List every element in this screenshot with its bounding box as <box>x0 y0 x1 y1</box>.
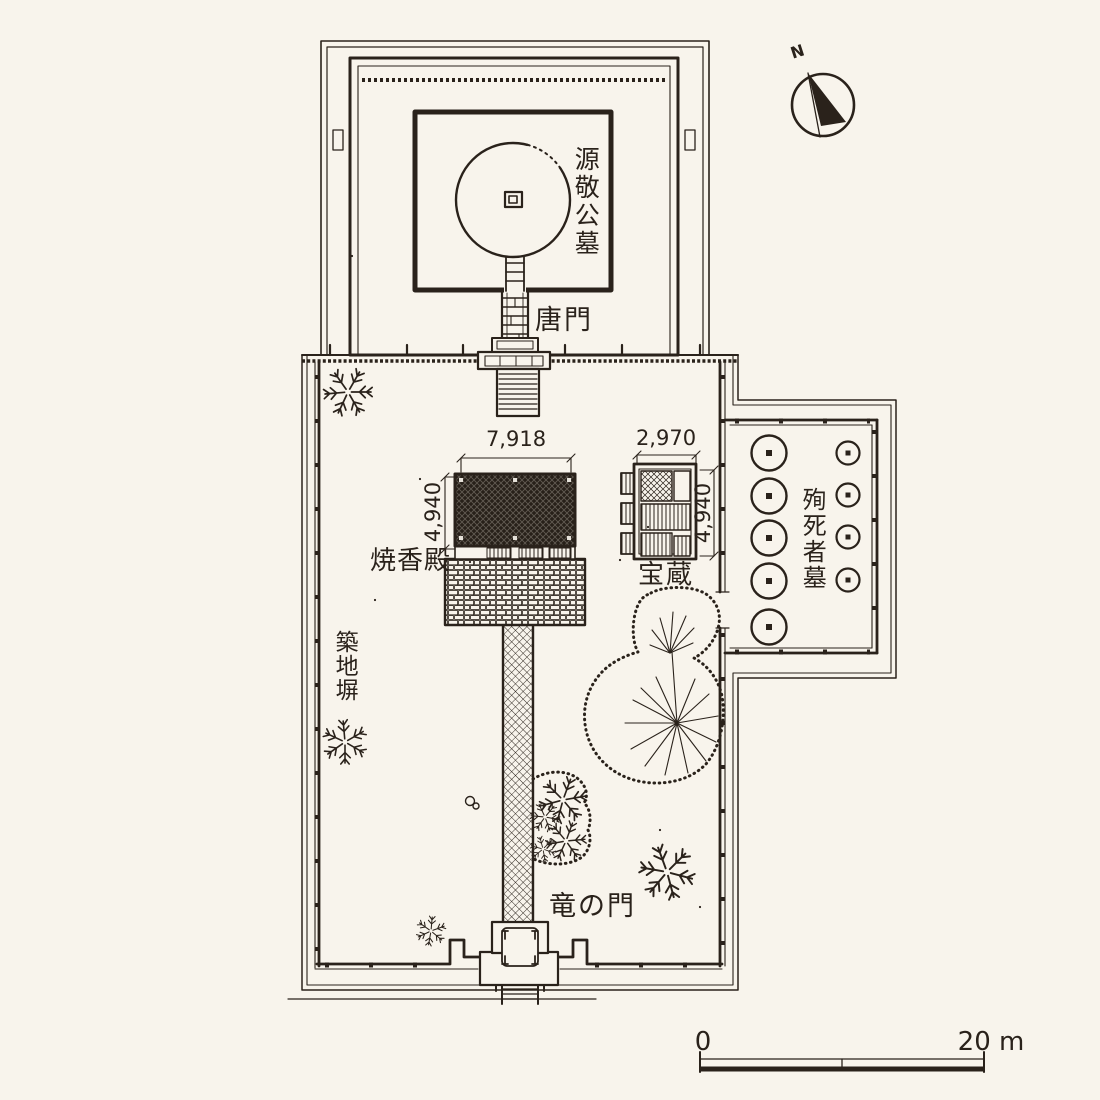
treasury-dim-brackets <box>632 450 719 561</box>
karamon-gate-label: 唐門 <box>535 305 593 336</box>
incense-hall-label: 焼香殿 <box>370 546 452 576</box>
wall-post-ticks <box>314 375 877 968</box>
tomb-label: 源敬公墓 <box>571 146 601 258</box>
approach-path <box>501 623 535 926</box>
martyr-grave-circles <box>750 434 861 646</box>
speckles <box>350 254 702 909</box>
incense-hall-building <box>440 453 587 627</box>
dragon-gate-structure <box>478 920 560 1005</box>
inner-tomb-enclosure <box>412 109 614 294</box>
martyr-graves-label: 殉死者墓 <box>798 487 827 591</box>
grave-marker <box>503 190 524 209</box>
karamon-gate-structure <box>476 337 552 418</box>
martyr-graves-annex-wall <box>723 418 879 655</box>
lower-enclosure-outer-wall <box>287 354 897 1000</box>
earthen-wall-label: 築地塀 <box>331 630 358 702</box>
treasury-building <box>620 450 719 561</box>
treasury-depth-dim: 4,940 <box>690 482 715 544</box>
large-tree <box>583 586 725 785</box>
incense-hall-width-dim: 7,918 <box>485 427 547 451</box>
path-side-grove <box>531 770 592 866</box>
scale-bar-graphic <box>699 1051 985 1073</box>
compass-rose <box>790 72 856 138</box>
small-marker <box>464 795 480 810</box>
scale-end-label: 20 m <box>957 1027 1025 1057</box>
tomb-mound-circle <box>454 141 572 292</box>
incense-hall-dim-brackets <box>440 453 576 554</box>
dragon-gate-label: 竜の門 <box>549 891 636 922</box>
compass-needle <box>808 73 846 126</box>
treasury-label: 宝蔵 <box>638 560 695 590</box>
lower-enclosure-inner-wall <box>314 360 730 970</box>
treasury-width-dim: 2,970 <box>635 426 697 450</box>
incense-hall-depth-dim: 4,940 <box>420 481 445 543</box>
scale-start-label: 0 <box>694 1027 712 1057</box>
